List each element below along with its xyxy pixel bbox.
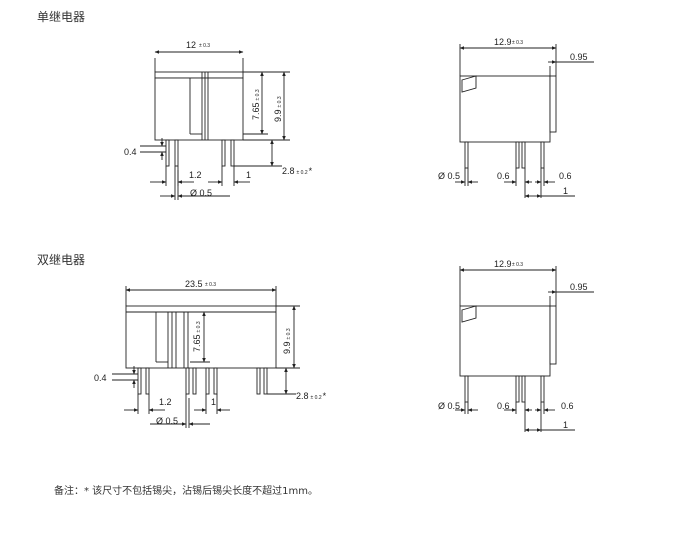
- single-side-pin-w2-label: 0.6: [559, 171, 572, 181]
- single-side-width-tol: ± 0.3: [512, 40, 523, 46]
- single-side-view: [455, 44, 594, 198]
- single-front-pin-dia-label: Ø 0.5: [190, 188, 212, 198]
- double-front-height-label: 9.9± 0.3: [282, 328, 292, 354]
- double-front-pin-gap-label: 1: [211, 397, 216, 407]
- single-front-height-label: 9.9± 0.3: [273, 96, 283, 122]
- single-front-inner-height-label: 7.65± 0.3: [251, 89, 261, 120]
- double-side-pin-w1-label: 0.6: [497, 401, 510, 411]
- double-front-standoff-label: 0.4: [94, 373, 107, 383]
- single-side-width-label: 12.9: [494, 37, 512, 47]
- single-front-view: [140, 50, 290, 200]
- single-front-standoff-label: 0.4: [124, 147, 137, 157]
- double-front-pin-len-label: 2.8± 0.2*: [296, 391, 327, 401]
- single-front-width-label: 12: [186, 40, 196, 50]
- single-relay-title: 单继电器: [37, 10, 86, 24]
- single-side-pin-w1-label: 0.6: [497, 171, 510, 181]
- double-side-view: [455, 266, 594, 432]
- double-front-view: [112, 286, 300, 428]
- single-side-pitch-label: 1: [563, 186, 568, 196]
- double-side-pin-w2-label: 0.6: [561, 401, 574, 411]
- double-side-offset-label: 0.95: [570, 282, 588, 292]
- double-side-pitch-label: 1: [563, 420, 568, 430]
- single-side-pin-dia-label: Ø 0.5: [438, 171, 460, 181]
- single-front-pin-len-label: 2.8± 0.2*: [282, 166, 313, 176]
- double-front-pitch-label: 1.2: [159, 397, 172, 407]
- double-front-width-label: 23.5: [185, 279, 203, 289]
- double-front-pin-dia-label: Ø 0.5: [156, 416, 178, 426]
- single-front-pin-gap-label: 1: [246, 170, 251, 180]
- single-front-pitch-label: 1.2: [189, 170, 202, 180]
- double-front-inner-height-label: 7.65± 0.3: [192, 321, 202, 352]
- double-side-width-label: 12.9: [494, 259, 512, 269]
- single-side-offset-label: 0.95: [570, 52, 588, 62]
- double-side-width-tol: ± 0.3: [512, 262, 523, 268]
- double-front-width-tol: ± 0.3: [205, 282, 216, 288]
- double-side-pin-dia-label: Ø 0.5: [438, 401, 460, 411]
- double-relay-title: 双继电器: [37, 253, 86, 267]
- footnote: 备注：* 该尺寸不包括锡尖，沾锡后锡尖长度不超过1mm。: [54, 486, 319, 497]
- single-front-width-tol: ± 0.3: [199, 43, 210, 49]
